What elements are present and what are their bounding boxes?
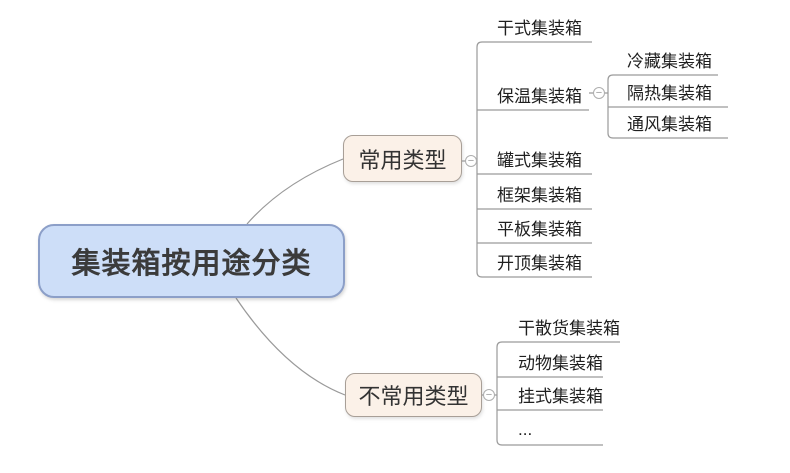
collapse-minus-icon[interactable]: − bbox=[593, 87, 605, 99]
bracket-uncommon bbox=[496, 341, 620, 446]
branch-common-types-label: 常用类型 bbox=[358, 147, 447, 173]
topic-ellipsis-more[interactable]: ... bbox=[518, 420, 533, 439]
topic-hanging-container[interactable]: 挂式集装箱 bbox=[518, 387, 603, 406]
curve-root-to-common bbox=[246, 158, 344, 225]
collapse-minus-icon[interactable]: − bbox=[465, 155, 477, 167]
bracket-common bbox=[476, 41, 592, 278]
topic-animal-container[interactable]: 动物集装箱 bbox=[518, 354, 603, 373]
topic-ventilated-container[interactable]: 通风集装箱 bbox=[627, 115, 712, 134]
branch-uncommon-types[interactable]: 不常用类型 bbox=[345, 373, 482, 417]
topic-tank-container[interactable]: 罐式集装箱 bbox=[497, 151, 582, 170]
curve-root-to-uncommon bbox=[235, 297, 346, 396]
collapse-minus-icon[interactable]: − bbox=[483, 389, 495, 401]
root-topic-label: 集装箱按用途分类 bbox=[71, 248, 312, 280]
topic-refrigerated-container[interactable]: 冷藏集装箱 bbox=[627, 52, 712, 71]
root-topic[interactable]: 集装箱按用途分类 bbox=[38, 224, 345, 298]
topic-dry-container[interactable]: 干式集装箱 bbox=[497, 19, 582, 38]
topic-open-top-container[interactable]: 开顶集装箱 bbox=[497, 254, 582, 273]
topic-flat-container[interactable]: 平板集装箱 bbox=[497, 220, 582, 239]
topic-frame-container[interactable]: 框架集装箱 bbox=[497, 186, 582, 205]
topic-dry-bulk-container[interactable]: 干散货集装箱 bbox=[518, 319, 620, 338]
topic-heatproof-container[interactable]: 隔热集装箱 bbox=[627, 84, 712, 103]
branch-uncommon-types-label: 不常用类型 bbox=[358, 384, 469, 409]
branch-common-types[interactable]: 常用类型 bbox=[343, 135, 462, 182]
topic-insulated-container[interactable]: 保温集装箱 bbox=[497, 87, 582, 106]
